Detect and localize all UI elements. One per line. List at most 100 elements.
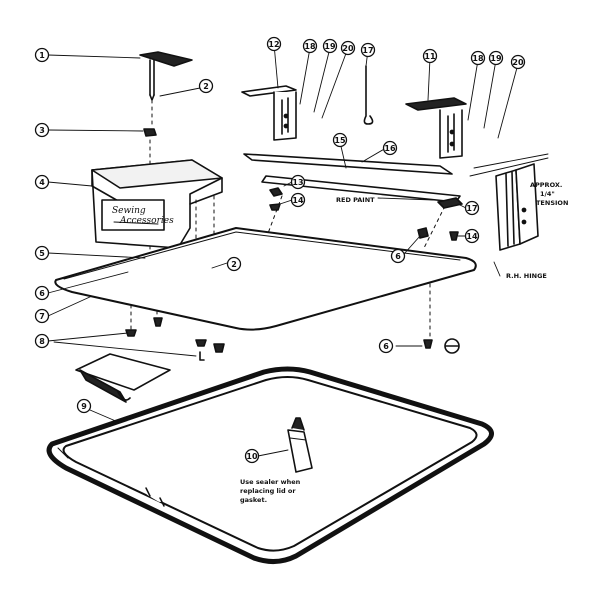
callout-number: 13 [292, 178, 303, 187]
callout-circle [360, 42, 376, 58]
callout-number: 12 [268, 40, 279, 49]
callout-11: 11 [422, 48, 438, 64]
callout-number: 2 [203, 82, 209, 91]
callout-number: 4 [39, 178, 45, 187]
part-9-gasket [75, 353, 171, 403]
callout-8: 8 [34, 333, 50, 349]
part-15-16-rod [243, 153, 453, 175]
callout-number: 14 [466, 232, 478, 241]
callout-number: 6 [383, 342, 389, 351]
callout-circle [422, 48, 438, 64]
callout-number: 16 [384, 144, 396, 153]
approx-label: APPROX. [530, 181, 562, 189]
callout-1: 1 [34, 47, 50, 63]
text-labels: RED PAINT APPROX. 1/4" TENSION R.H. HING… [112, 181, 568, 504]
callout-circle [34, 47, 50, 63]
callout-18: 18 [470, 50, 486, 66]
sealer-note-line-3: gasket. [240, 496, 267, 504]
callout-14: 14 [464, 228, 480, 244]
part-10-sealer-tube [287, 417, 313, 473]
callout-number: 6 [395, 252, 401, 261]
callout-circle [464, 200, 480, 216]
callout-circle [76, 398, 92, 414]
callout-circle [382, 140, 398, 156]
callout-number: 11 [424, 52, 436, 61]
callout-circle [322, 38, 338, 54]
callout-circle [390, 248, 406, 264]
callout-2: 2 [198, 78, 214, 94]
callout-number: 17 [466, 204, 477, 213]
callout-number: 19 [490, 54, 502, 63]
callout-number: 15 [334, 136, 346, 145]
part-7-lid [54, 227, 477, 331]
callout-circle [488, 50, 504, 66]
callout-10: 10 [244, 448, 260, 464]
sealer-note-line-2: replacing lid or [240, 487, 296, 495]
tension-label: TENSION [536, 199, 568, 207]
part-1-pin [139, 51, 193, 101]
callout-circle [34, 245, 50, 261]
callout-9: 9 [76, 398, 92, 414]
callout-number: 5 [39, 249, 45, 258]
callout-4: 4 [34, 174, 50, 190]
callout-circle [378, 338, 394, 354]
right-small-parts [417, 197, 463, 241]
callout-number: 19 [324, 42, 336, 51]
callout-circle [244, 448, 260, 464]
callout-number: 17 [362, 46, 373, 55]
callout-circle [198, 78, 214, 94]
callout-number: 2 [231, 260, 237, 269]
callout-circle [464, 228, 480, 244]
callout-2: 2 [226, 256, 242, 272]
callout-number: 20 [512, 58, 524, 67]
callout-15: 15 [332, 132, 348, 148]
rh-hinge [495, 163, 539, 251]
callout-number: 6 [39, 289, 45, 298]
callout-18: 18 [302, 38, 318, 54]
callout-circle [266, 36, 282, 52]
callout-circle [332, 132, 348, 148]
sealer-note-line-1: Use sealer when [240, 478, 301, 486]
callout-number: 3 [39, 126, 45, 135]
callout-number: 8 [39, 337, 45, 346]
part-4-accessory-box [91, 159, 223, 249]
callout-number: 18 [472, 54, 484, 63]
callout-16: 16 [382, 140, 398, 156]
callout-20: 20 [510, 54, 526, 70]
callout-number: 9 [81, 402, 87, 411]
callout-5: 5 [34, 245, 50, 261]
callout-circle [302, 38, 318, 54]
callout-13: 13 [290, 174, 306, 190]
callout-circle [226, 256, 242, 272]
callout-number: 1 [39, 51, 45, 60]
callout-circle [470, 50, 486, 66]
red-paint-label: RED PAINT [336, 196, 375, 204]
box-brand-line-2: Accessories [119, 216, 174, 226]
box-brand-line-1: Sewing [112, 206, 146, 216]
callout-circle [34, 333, 50, 349]
callout-number: 20 [342, 44, 354, 53]
part-3-nut [143, 128, 157, 137]
callout-6: 6 [378, 338, 394, 354]
callout-circle [34, 285, 50, 301]
callout-20: 20 [340, 40, 356, 56]
callout-14: 14 [290, 192, 306, 208]
callout-number: 18 [304, 42, 316, 51]
callout-17: 17 [464, 200, 480, 216]
part-11-right-hinge [405, 97, 467, 159]
leader-lines [47, 43, 549, 457]
callout-circle [290, 174, 306, 190]
callout-3: 3 [34, 122, 50, 138]
callout-circle [290, 192, 306, 208]
callout-circle [510, 54, 526, 70]
callout-number: 14 [292, 196, 304, 205]
callout-circle [34, 174, 50, 190]
callout-19: 19 [322, 38, 338, 54]
callout-circle [340, 40, 356, 56]
callout-6: 6 [390, 248, 406, 264]
approx-dim-label: 1/4" [540, 190, 555, 198]
line-art [46, 43, 549, 564]
callout-circle [34, 308, 50, 324]
